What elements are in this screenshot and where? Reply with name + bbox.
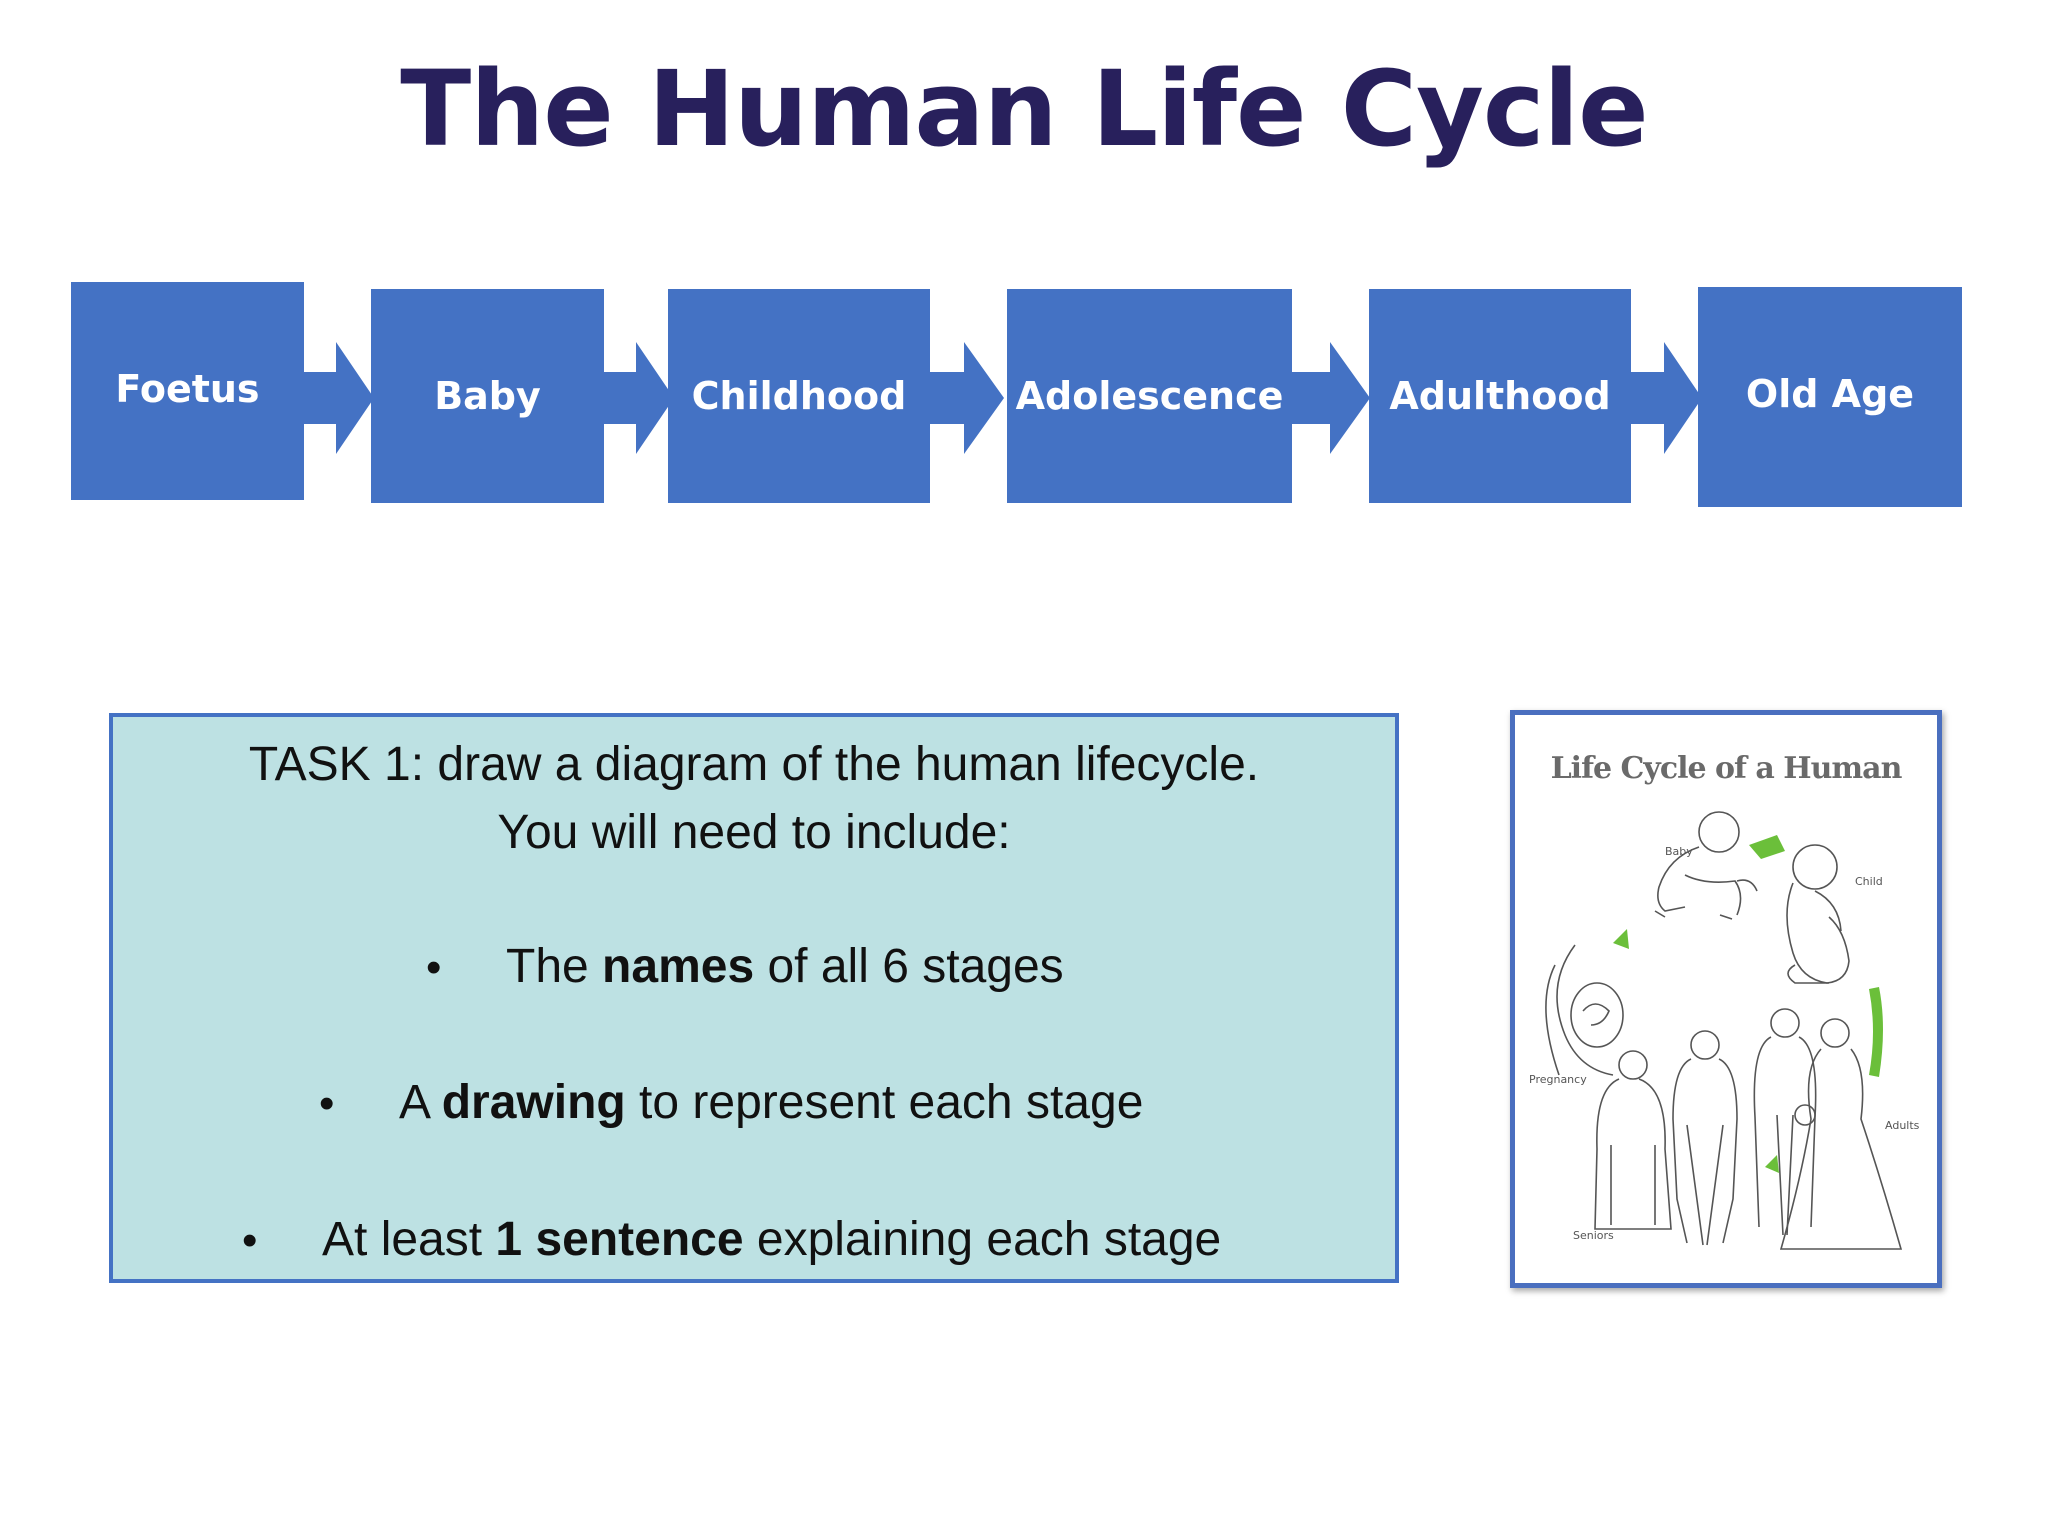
task-bullet-drawing: A drawing to represent each stage — [399, 1076, 1144, 1129]
page-title: The Human Life Cycle — [400, 48, 1648, 170]
task-bullet-sentence: At least 1 sentence explaining each stag… — [322, 1213, 1222, 1266]
stage-adulthood: Adulthood — [1369, 289, 1631, 503]
task-bullet-names: The names of all 6 stages — [506, 940, 1064, 993]
svg-text:Baby: Baby — [1665, 845, 1693, 858]
task-box: TASK 1: draw a diagram of the human life… — [109, 713, 1399, 1283]
arrow-right-icon — [602, 342, 674, 454]
task-line-2: You will need to include: — [497, 806, 1011, 859]
stage-childhood: Childhood — [668, 289, 930, 503]
bullet-dot: • — [319, 1079, 335, 1128]
stage-foetus: Foetus — [71, 282, 304, 500]
worksheet-title: Life Cycle of a Human — [1550, 751, 1903, 786]
arrow-right-icon — [1630, 342, 1702, 454]
stage-baby: Baby — [371, 289, 604, 503]
bullet-dot: • — [426, 943, 442, 992]
arrow-right-icon — [302, 342, 374, 454]
stage-adolescence: Adolescence — [1007, 289, 1292, 503]
svg-text:Child: Child — [1855, 875, 1883, 888]
bullet-dot: • — [242, 1216, 258, 1265]
arrow-right-icon — [928, 342, 1004, 454]
svg-text:Pregnancy: Pregnancy — [1529, 1073, 1587, 1086]
worksheet-thumbnail: Baby Child Pregnancy Adults Seniors Life… — [1510, 710, 1942, 1288]
arrow-right-icon — [1292, 342, 1370, 454]
stage-old-age: Old Age — [1698, 287, 1962, 507]
life-cycle-illustration: Baby Child Pregnancy Adults Seniors — [1529, 811, 1920, 1250]
svg-text:Seniors: Seniors — [1573, 1229, 1614, 1242]
svg-text:Adults: Adults — [1885, 1119, 1920, 1132]
task-line-1: TASK 1: draw a diagram of the human life… — [248, 738, 1260, 791]
